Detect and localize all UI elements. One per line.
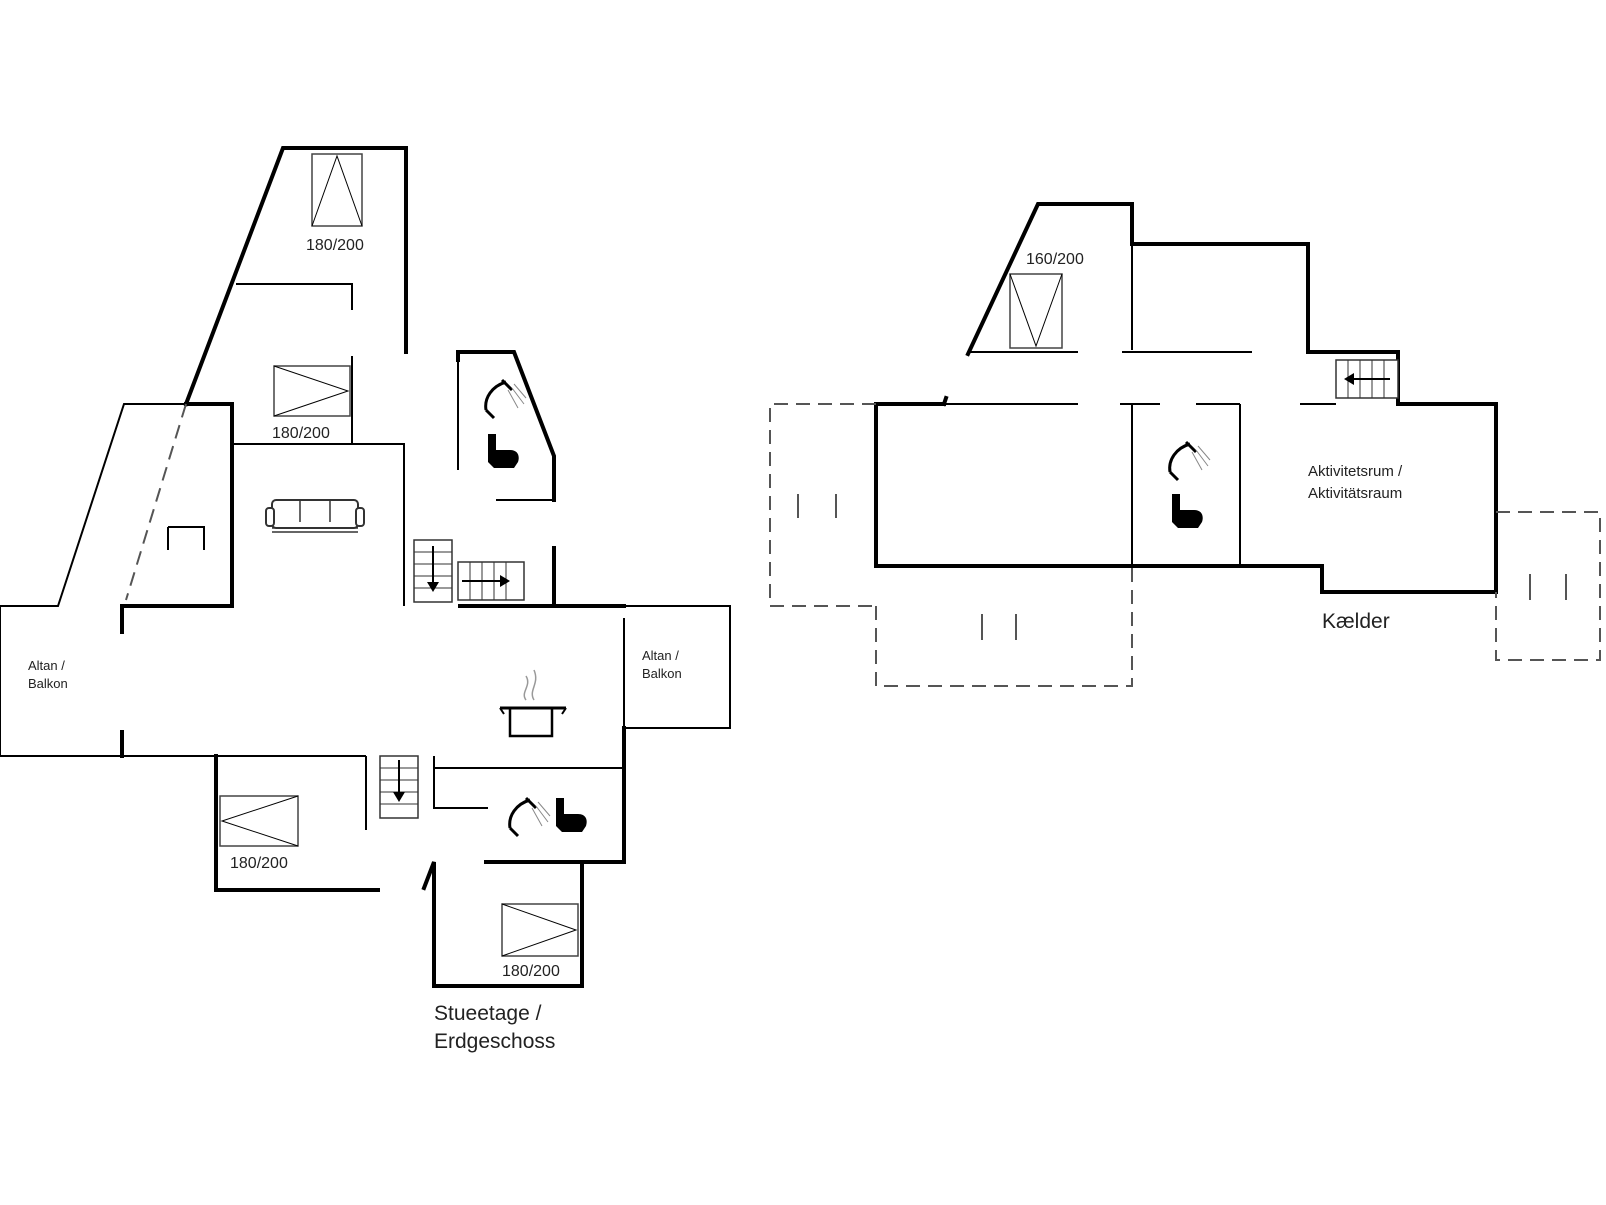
sofa-icon <box>265 499 365 533</box>
bed-1: 180/200 <box>306 153 364 254</box>
ground-floor-title: Erdgeschoss <box>434 1030 555 1053</box>
basement-title: Kælder <box>1322 610 1390 633</box>
stairs-icon <box>457 561 525 601</box>
shower-icon <box>484 378 528 420</box>
ground-floor-title: Stueetage / <box>434 1002 542 1025</box>
shower-icon <box>1168 440 1212 482</box>
balcony-right-label: Altan / <box>642 648 679 663</box>
bed-size-label: 160/200 <box>1026 251 1084 268</box>
activity-room-label: Aktivitätsraum <box>1308 485 1402 502</box>
bed-size-label: 180/200 <box>272 425 330 442</box>
balcony-left-label: Altan / <box>28 658 65 673</box>
bed-size-label: 180/200 <box>502 963 560 980</box>
balcony-right-label: Balkon <box>642 666 682 681</box>
shower-icon <box>508 796 552 838</box>
activity-room-label: Aktivitetsrum / <box>1308 463 1403 480</box>
bed-3: 180/200 <box>219 795 299 872</box>
stairs-icon <box>379 755 419 819</box>
toilet-icon <box>488 434 519 468</box>
bed-basement: 160/200 <box>1009 251 1084 349</box>
basement-floor <box>769 202 1601 687</box>
bed-size-label: 180/200 <box>306 237 364 254</box>
toilet-icon <box>556 798 587 832</box>
bed-2: 180/200 <box>272 365 351 442</box>
stairs-icon <box>1335 359 1399 399</box>
bed-size-label: 180/200 <box>230 855 288 872</box>
balcony-left-label: Balkon <box>28 676 68 691</box>
bed-4: 180/200 <box>501 903 579 980</box>
toilet-icon <box>1172 494 1203 528</box>
stairs-icon <box>413 539 453 603</box>
ground-floor <box>0 146 731 988</box>
cooking-pot-icon <box>499 669 567 738</box>
